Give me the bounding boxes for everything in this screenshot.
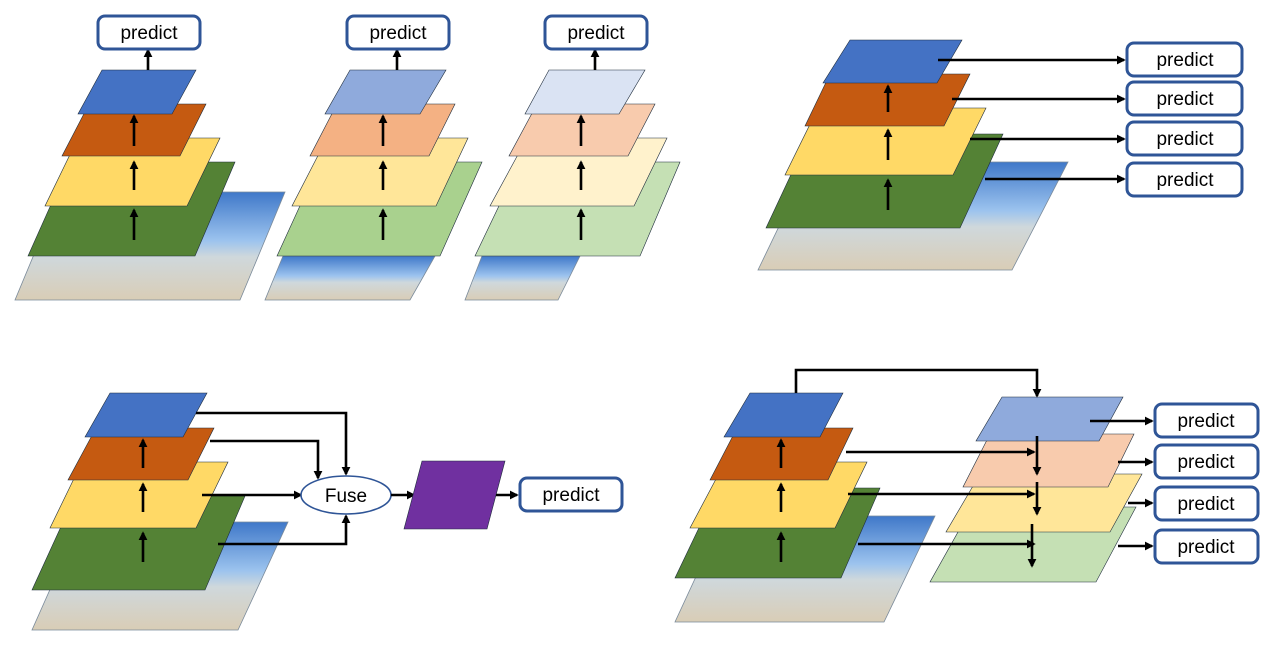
pyramid-column-3: predict xyxy=(464,14,681,301)
panel-image-pyramid: predict predict xyxy=(14,14,681,301)
predict-box: predict xyxy=(1153,402,1260,439)
predict-box: predict xyxy=(96,14,202,51)
predict-box: predict xyxy=(1153,443,1260,480)
predict-label: predict xyxy=(1156,129,1214,150)
predict-label: predict xyxy=(1177,537,1235,558)
predict-label: predict xyxy=(120,23,178,44)
topdown-map-blue xyxy=(975,396,1124,442)
predict-box: predict xyxy=(1125,80,1244,117)
arrow-blue-to-fuse xyxy=(196,411,351,476)
predict-box: predict xyxy=(345,14,451,51)
arrow-top-to-topdown xyxy=(794,368,1042,398)
predict-label: predict xyxy=(542,485,600,506)
feature-map-blue xyxy=(822,39,963,84)
pyramid-column-1: predict xyxy=(14,14,286,301)
predict-label: predict xyxy=(1177,494,1235,515)
arrow-green-to-fuse xyxy=(218,514,351,546)
predict-label: predict xyxy=(567,23,625,44)
feature-map-blue xyxy=(77,69,197,115)
predict-box: predict xyxy=(1125,120,1244,157)
arrow-orange-to-fuse xyxy=(210,439,323,480)
feature-map-blue xyxy=(84,392,208,438)
predict-label: predict xyxy=(369,23,427,44)
feature-map-blue xyxy=(324,69,447,115)
predict-label: predict xyxy=(1156,89,1214,110)
pyramid-column-2: predict xyxy=(264,14,483,301)
fuse-node: Fuse xyxy=(300,475,392,515)
input-photo xyxy=(464,255,581,301)
fuse-label: Fuse xyxy=(325,486,367,507)
panel-feature-hierarchy: predict predict predict predict xyxy=(757,39,1244,271)
predict-label: predict xyxy=(1177,411,1235,432)
predict-box: predict xyxy=(1153,528,1260,565)
feature-map-blue xyxy=(524,69,646,115)
predict-label: predict xyxy=(1156,50,1214,71)
topdown-map-orange xyxy=(962,433,1135,488)
predict-box: predict xyxy=(518,476,624,513)
panel-fused-feature: Fuse predict xyxy=(31,392,624,631)
panel-feature-pyramid-network: predict predict predict predict xyxy=(674,368,1260,623)
fused-feature-map xyxy=(403,460,506,530)
feature-map-blue xyxy=(723,392,844,438)
predict-label: predict xyxy=(1177,452,1235,473)
input-photo xyxy=(264,255,436,301)
predict-label: predict xyxy=(1156,170,1214,191)
predict-box: predict xyxy=(543,14,649,51)
predict-box: predict xyxy=(1125,41,1244,78)
predict-box: predict xyxy=(1125,161,1244,198)
predict-box: predict xyxy=(1153,485,1260,522)
